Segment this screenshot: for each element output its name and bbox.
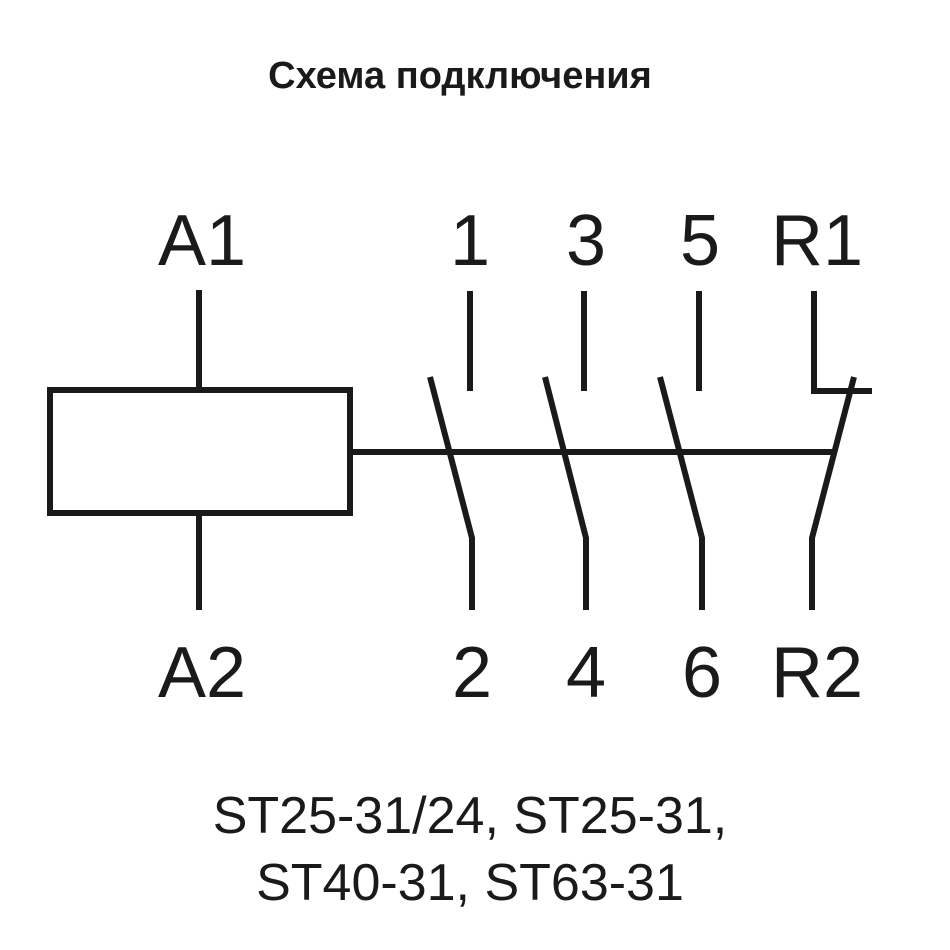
model-list-line-2: ST40-31, ST63-31 [256, 854, 684, 912]
terminal-a1: A1 [158, 201, 246, 281]
diagram-title: Схема подключения [268, 55, 652, 97]
contact-5-6 [657, 291, 705, 610]
terminal-2: 2 [452, 633, 492, 713]
terminal-r1: R1 [771, 201, 863, 281]
terminal-6: 6 [682, 633, 722, 713]
contact-1-2 [427, 291, 475, 610]
terminal-r2: R2 [771, 633, 863, 713]
terminal-1: 1 [450, 201, 490, 281]
terminal-4: 4 [566, 633, 606, 713]
terminal-a2: A2 [158, 633, 246, 713]
terminal-5: 5 [680, 201, 720, 281]
contact-r1-r2 [809, 291, 872, 610]
coil-symbol [47, 387, 353, 516]
model-list-line-1: ST25-31/24, ST25-31, [213, 787, 728, 845]
contact-3-4 [542, 291, 589, 610]
terminal-3: 3 [566, 201, 606, 281]
